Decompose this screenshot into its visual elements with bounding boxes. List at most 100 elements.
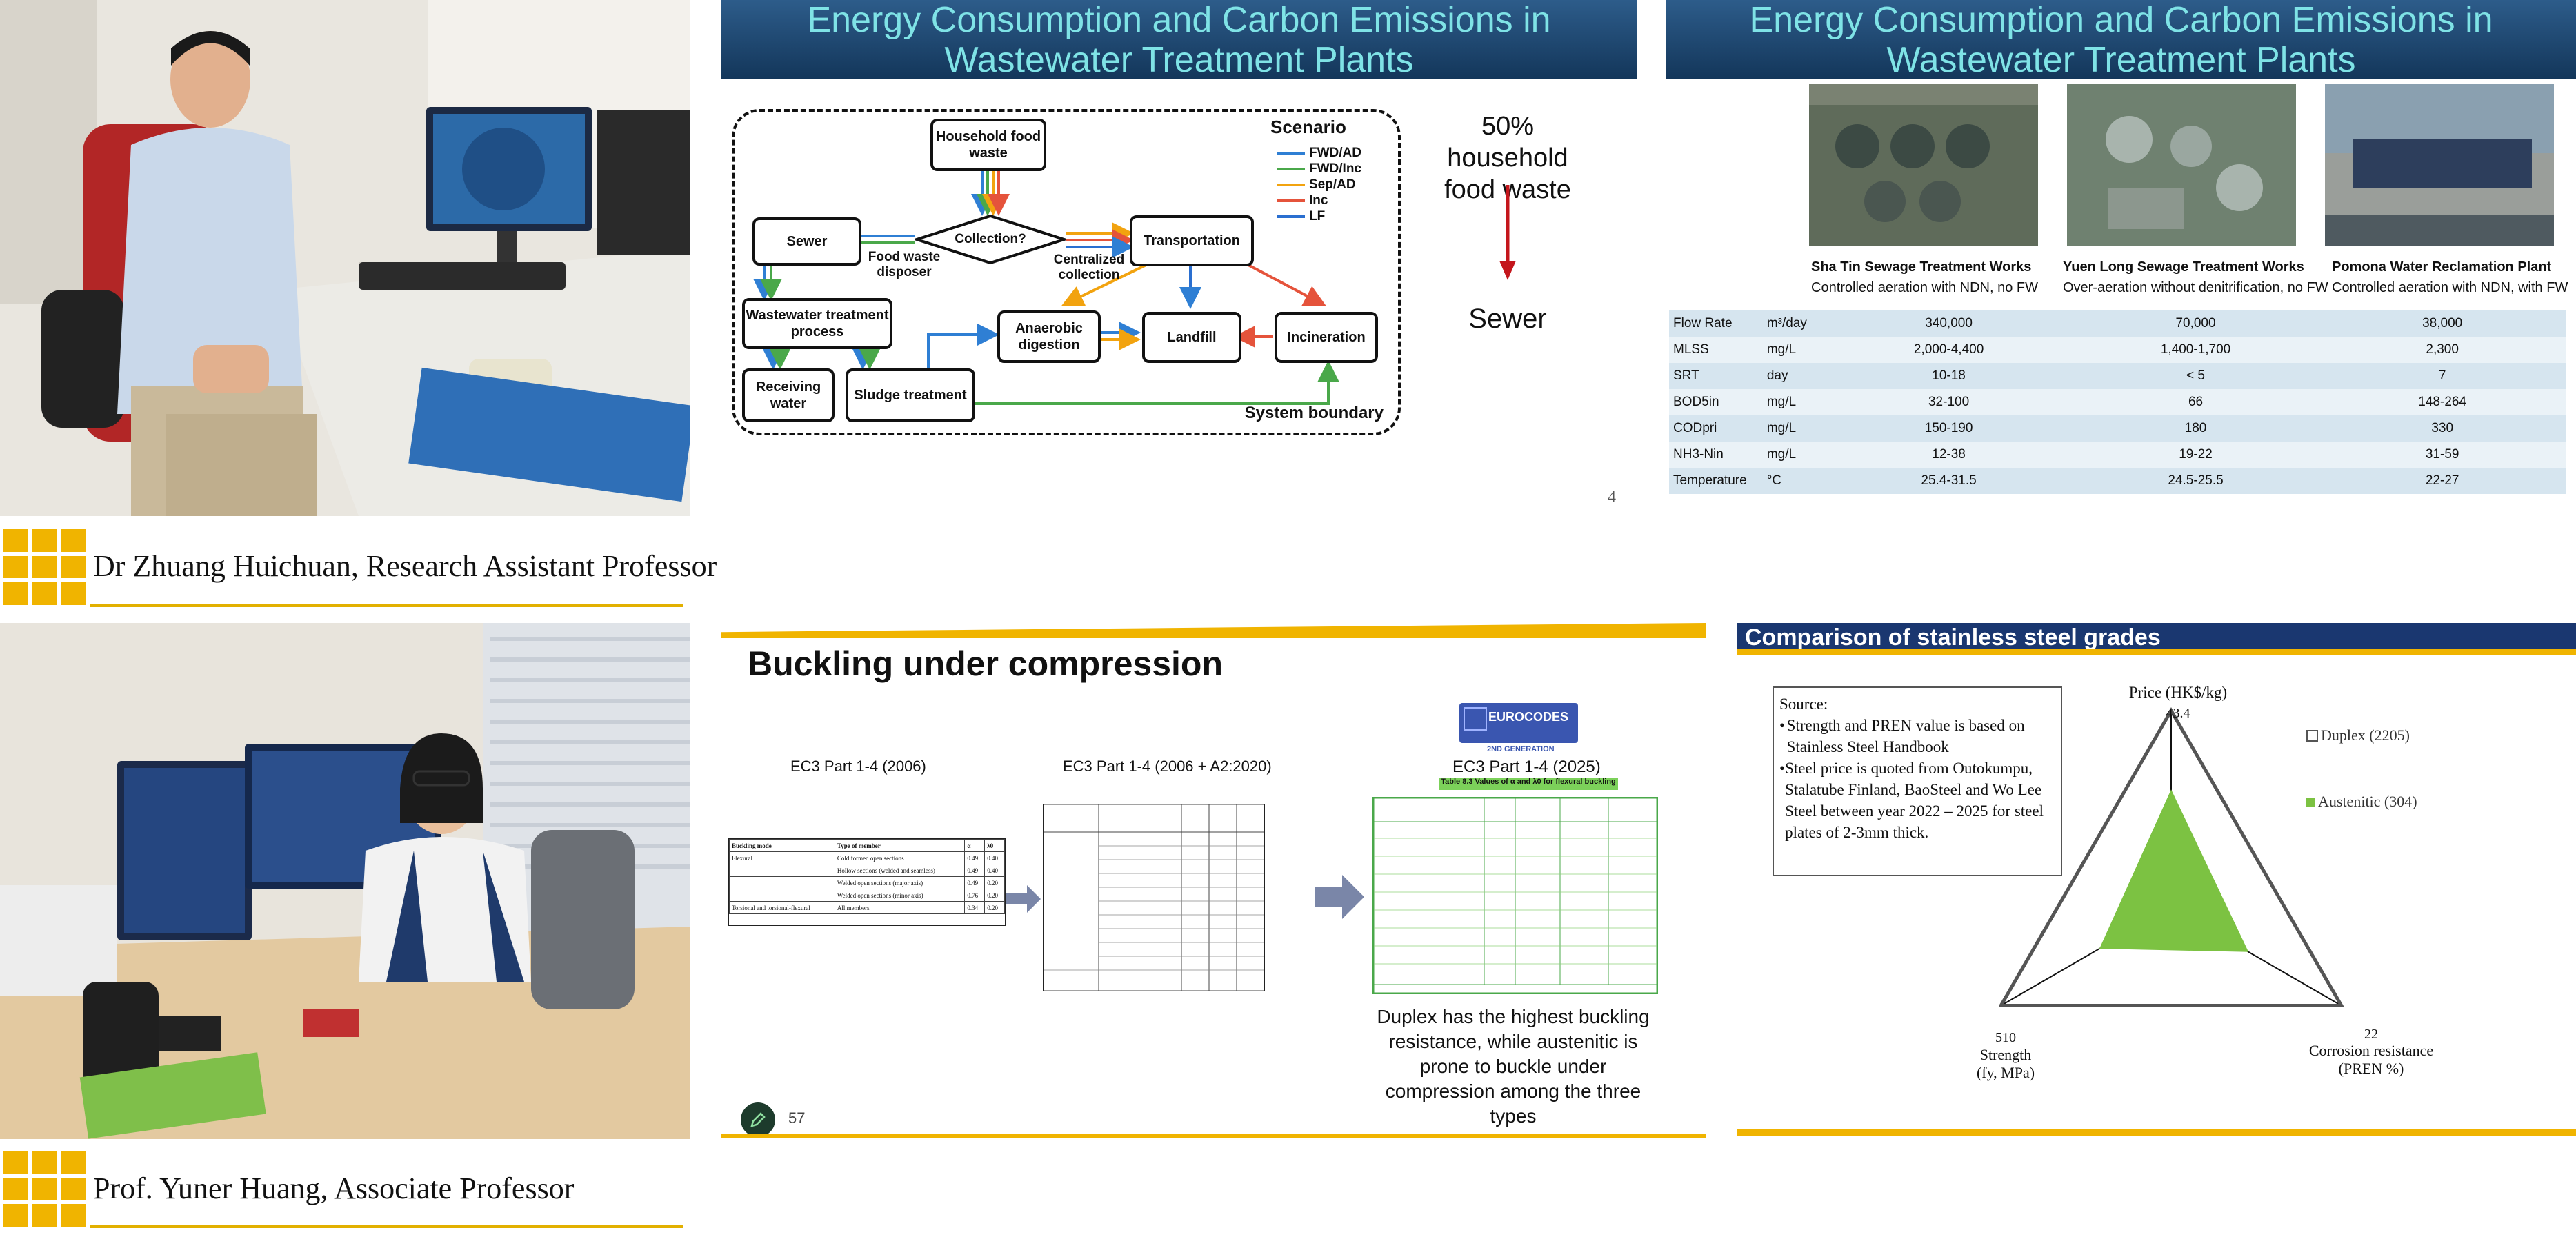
table-2025 — [1372, 797, 1658, 994]
legend-item: Sep/AD — [1277, 177, 1388, 192]
table-cell: < 5 — [2072, 363, 2319, 389]
legend-label: Sep/AD — [1309, 177, 1356, 192]
axis-label-corrosion-1: Corrosion resistance — [2308, 1042, 2434, 1059]
arrow-right-icon-2 — [1315, 875, 1364, 919]
plant-name: Pomona Water Reclamation Plant — [2332, 259, 2552, 275]
eurocodes-logo: EUROCODES — [1459, 703, 1578, 743]
eurocodes-subtitle: 2ND GENERATION — [1487, 745, 1555, 753]
legend-item: FWD/Inc — [1277, 161, 1388, 177]
legend-label: Austenitic (304) — [2318, 793, 2417, 810]
source-heading: Source: — [1779, 695, 1828, 713]
table-cell: 0.20 — [984, 889, 1005, 902]
table-cell: CODpri — [1669, 415, 1763, 442]
source-bullet-1: •Strength and PREN value is based on Sta… — [1779, 715, 2055, 758]
top-accent-bar — [721, 623, 1706, 638]
arrow-right-icon-1 — [1006, 885, 1041, 913]
source-bullet-1-text: Strength and PREN value is based on Stai… — [1786, 717, 2025, 755]
eurocodes-logo-text: EUROCODES — [1488, 710, 1569, 724]
speaker-photo-1 — [0, 0, 690, 516]
title-line-2: Wastewater Treatment Plants — [944, 40, 1414, 80]
axis-label-corrosion: Corrosion resistance (PREN %) — [2295, 1042, 2447, 1078]
table-cell: 22-27 — [2319, 468, 2566, 494]
label-food-waste-disposer: Food waste disposer — [868, 250, 941, 279]
buckling-note: Duplex has the highest buckling resistan… — [1377, 1006, 1650, 1127]
col-label-2020: EC3 Part 1-4 (2006 + A2:2020) — [1063, 758, 1272, 775]
table-cell: Welded open sections (minor axis) — [834, 889, 966, 902]
legend-label: FWD/AD — [1309, 145, 1361, 160]
legend-swatch — [1277, 167, 1305, 170]
legend-swatch — [1277, 151, 1305, 155]
title-line-1: Energy Consumption and Carbon Emissions … — [1749, 0, 2493, 40]
legend-swatch — [2306, 729, 2318, 742]
plant-description: Over-aeration without denitrification, n… — [2063, 280, 2328, 295]
title-line-1: Energy Consumption and Carbon Emissions … — [807, 0, 1551, 40]
table-cell: 19-22 — [2072, 442, 2319, 468]
table-cell: 0.20 — [984, 901, 1005, 914]
table-2020 — [1043, 804, 1265, 991]
speaker-name-1: Dr Zhuang Huichuan, Research Assistant P… — [93, 549, 717, 583]
pen-icon — [750, 1112, 766, 1127]
table-cell: 0.40 — [984, 864, 1005, 877]
legend-title: Scenario — [1270, 117, 1346, 137]
table-cell: day — [1762, 363, 1826, 389]
legend-label: FWD/Inc — [1309, 161, 1361, 176]
table-cell: 2,300 — [2319, 337, 2566, 363]
table-cell: 0.20 — [984, 876, 1005, 889]
box-landfill: Landfill — [1142, 312, 1241, 363]
box-transportation: Transportation — [1130, 215, 1254, 266]
plant-photo-sha-tin — [1809, 84, 2038, 246]
polyu-logo-2 — [3, 1151, 86, 1227]
table-cell: Hollow sections (welded and seamless) — [834, 864, 966, 877]
system-boundary — [732, 109, 1401, 435]
radar-series-austenitic — [2099, 789, 2249, 952]
box-household: Household food waste — [930, 119, 1046, 171]
table-cell — [729, 864, 835, 877]
box-wwtp: Wastewater treatment process — [742, 298, 892, 349]
edit-pen-button[interactable] — [741, 1102, 775, 1137]
bottom-accent-line — [721, 1134, 1706, 1138]
table-cell: 330 — [2319, 415, 2566, 442]
table-cell: 150-190 — [1825, 415, 2073, 442]
table-cell — [729, 876, 835, 889]
table-cell: 148-264 — [2319, 389, 2566, 415]
table-cell — [729, 889, 835, 902]
table-cell: mg/L — [1762, 337, 1826, 363]
box-sewer: Sewer — [752, 217, 861, 266]
table-cell: 340,000 — [1825, 310, 2073, 337]
legend-swatch — [2306, 797, 2315, 807]
table-cell: Torsional and torsional-flexural — [729, 901, 835, 914]
axis-label-price: Price (HK$/kg) — [2128, 684, 2228, 701]
legend-swatch — [1277, 199, 1305, 202]
slide-title: Energy Consumption and Carbon Emissions … — [721, 0, 1637, 80]
table-cell: Type of member — [834, 839, 966, 852]
table-cell: NH3-Nin — [1669, 442, 1763, 468]
plant-description: Controlled aeration with NDN, no FW — [1811, 280, 2039, 295]
table-cell: 10-18 — [1825, 363, 2073, 389]
table-cell: 25.4-31.5 — [1825, 468, 2073, 494]
slide-energy-table: Energy Consumption and Carbon Emissions … — [1666, 0, 2576, 516]
table-cell: mg/L — [1762, 442, 1826, 468]
col-label-2006: EC3 Part 1-4 (2006) — [790, 758, 926, 775]
table-cell: Buckling mode — [729, 839, 835, 852]
label-system-boundary: System boundary — [1244, 404, 1384, 422]
plant-photo-yuen-long — [2067, 84, 2296, 246]
table-cell: Welded open sections (major axis) — [834, 876, 966, 889]
table-cell: MLSS — [1669, 337, 1763, 363]
bottom-accent-line — [1737, 1129, 2576, 1136]
axis-label-strength-1: Strength — [1979, 1046, 2032, 1063]
source-bullet-2: •Steel price is quoted from Outokumpu, S… — [1779, 758, 2055, 843]
plant-name: Yuen Long Sewage Treatment Works — [2063, 259, 2304, 275]
table-cell: 24.5-25.5 — [2072, 468, 2319, 494]
source-box: Source: •Strength and PREN value is base… — [1773, 686, 2062, 876]
table-cell: 7 — [2319, 363, 2566, 389]
caption-underline-2 — [90, 1225, 683, 1228]
